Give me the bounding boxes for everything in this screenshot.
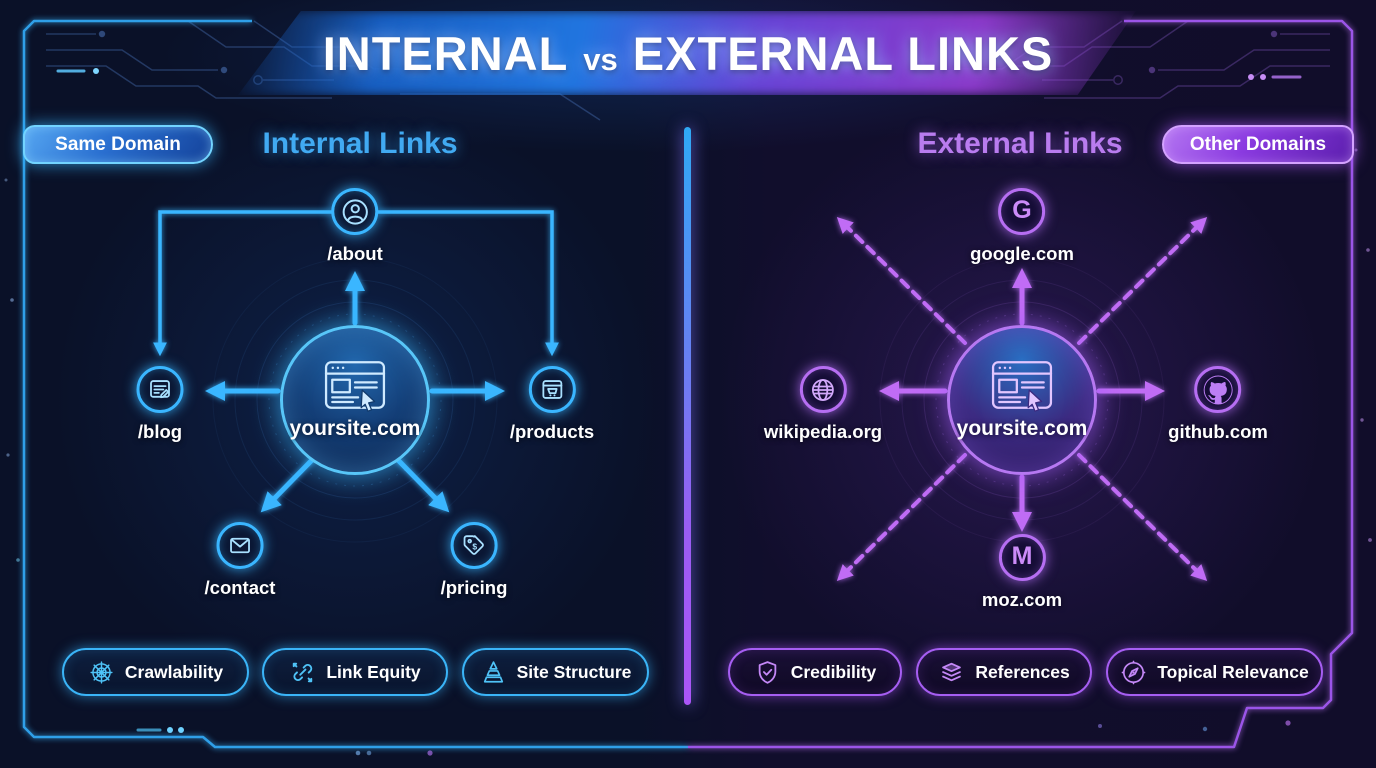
stack-icon xyxy=(938,659,965,686)
title-banner-glow xyxy=(238,11,1136,95)
browser-cursor-icon xyxy=(991,360,1053,412)
title-word-vs: vs xyxy=(583,42,618,77)
globe-icon xyxy=(799,366,847,413)
feature-credibility: Credibility xyxy=(728,648,902,696)
node-moz-label: moz.com xyxy=(981,589,1063,610)
internal-link-arrows xyxy=(153,210,559,513)
node-blog: /blog xyxy=(136,366,184,443)
node-about-label: /about xyxy=(327,243,383,264)
frame-border-cyan xyxy=(22,19,688,749)
other-domains-badge: Other Domains xyxy=(1162,125,1354,164)
title-word-external-links: EXTERNAL LINKS xyxy=(632,27,1054,80)
same-domain-badge: Same Domain xyxy=(23,125,213,164)
node-pricing: $ /pricing xyxy=(440,522,508,599)
node-pricing-label: /pricing xyxy=(440,577,508,598)
browser-cursor-icon xyxy=(324,360,386,412)
node-github-label: github.com xyxy=(1168,421,1268,442)
external-links-heading: External Links xyxy=(917,127,1123,160)
feature-references-label: References xyxy=(975,661,1070,682)
feature-link-equity: Link Equity xyxy=(262,648,448,696)
feature-link-equity-label: Link Equity xyxy=(326,661,421,682)
envelope-icon xyxy=(216,522,264,569)
price-tag-icon: $ xyxy=(450,522,498,569)
node-google-label: google.com xyxy=(970,243,1074,264)
dollar-symbol: $ xyxy=(472,541,477,551)
title-word-internal: INTERNAL xyxy=(322,27,569,80)
node-contact: /contact xyxy=(204,522,276,599)
compass-icon xyxy=(1120,659,1147,686)
node-contact-label: /contact xyxy=(204,577,276,598)
feature-crawlability-label: Crawlability xyxy=(124,661,224,682)
page-title: INTERNAL vs EXTERNAL LINKS xyxy=(0,26,1376,81)
external-center-node: yoursite.com xyxy=(947,325,1097,475)
pyramid-icon xyxy=(480,659,507,686)
internal-center-label: yoursite.com xyxy=(289,416,421,440)
panel-divider xyxy=(684,127,691,705)
internal-links-heading: Internal Links xyxy=(262,127,458,160)
browser-cart-icon xyxy=(528,366,576,413)
external-center-label: yoursite.com xyxy=(956,416,1088,440)
internal-center-node: yoursite.com xyxy=(280,325,430,475)
node-google: G google.com xyxy=(970,188,1074,265)
node-blog-label: /blog xyxy=(137,421,183,442)
node-products-label: /products xyxy=(509,421,595,442)
feature-crawlability: Crawlability xyxy=(62,648,249,696)
spider-web-icon xyxy=(88,659,115,686)
blog-post-icon xyxy=(136,366,184,413)
external-link-arrows xyxy=(836,216,1208,582)
frame-border-purple xyxy=(688,19,1354,749)
shield-check-icon xyxy=(754,659,781,686)
google-g-icon: G xyxy=(998,188,1046,235)
accent-dots xyxy=(4,68,1372,756)
node-wikipedia: wikipedia.org xyxy=(764,366,882,443)
feature-topical-relevance: Topical Relevance xyxy=(1106,648,1323,696)
moz-m-icon: M xyxy=(998,534,1046,581)
feature-site-structure: Site Structure xyxy=(462,648,649,696)
feature-references: References xyxy=(916,648,1092,696)
feature-credibility-label: Credibility xyxy=(790,661,877,682)
feature-site-structure-label: Site Structure xyxy=(516,661,632,682)
chain-link-icon xyxy=(289,659,316,686)
node-products: /products xyxy=(510,366,594,443)
node-moz: M moz.com xyxy=(982,534,1062,611)
node-wikipedia-label: wikipedia.org xyxy=(763,421,883,442)
user-icon xyxy=(331,188,379,235)
node-about: /about xyxy=(327,188,383,265)
github-icon xyxy=(1194,366,1242,413)
node-github: github.com xyxy=(1168,366,1268,443)
feature-topical-relevance-label: Topical Relevance xyxy=(1157,661,1309,682)
